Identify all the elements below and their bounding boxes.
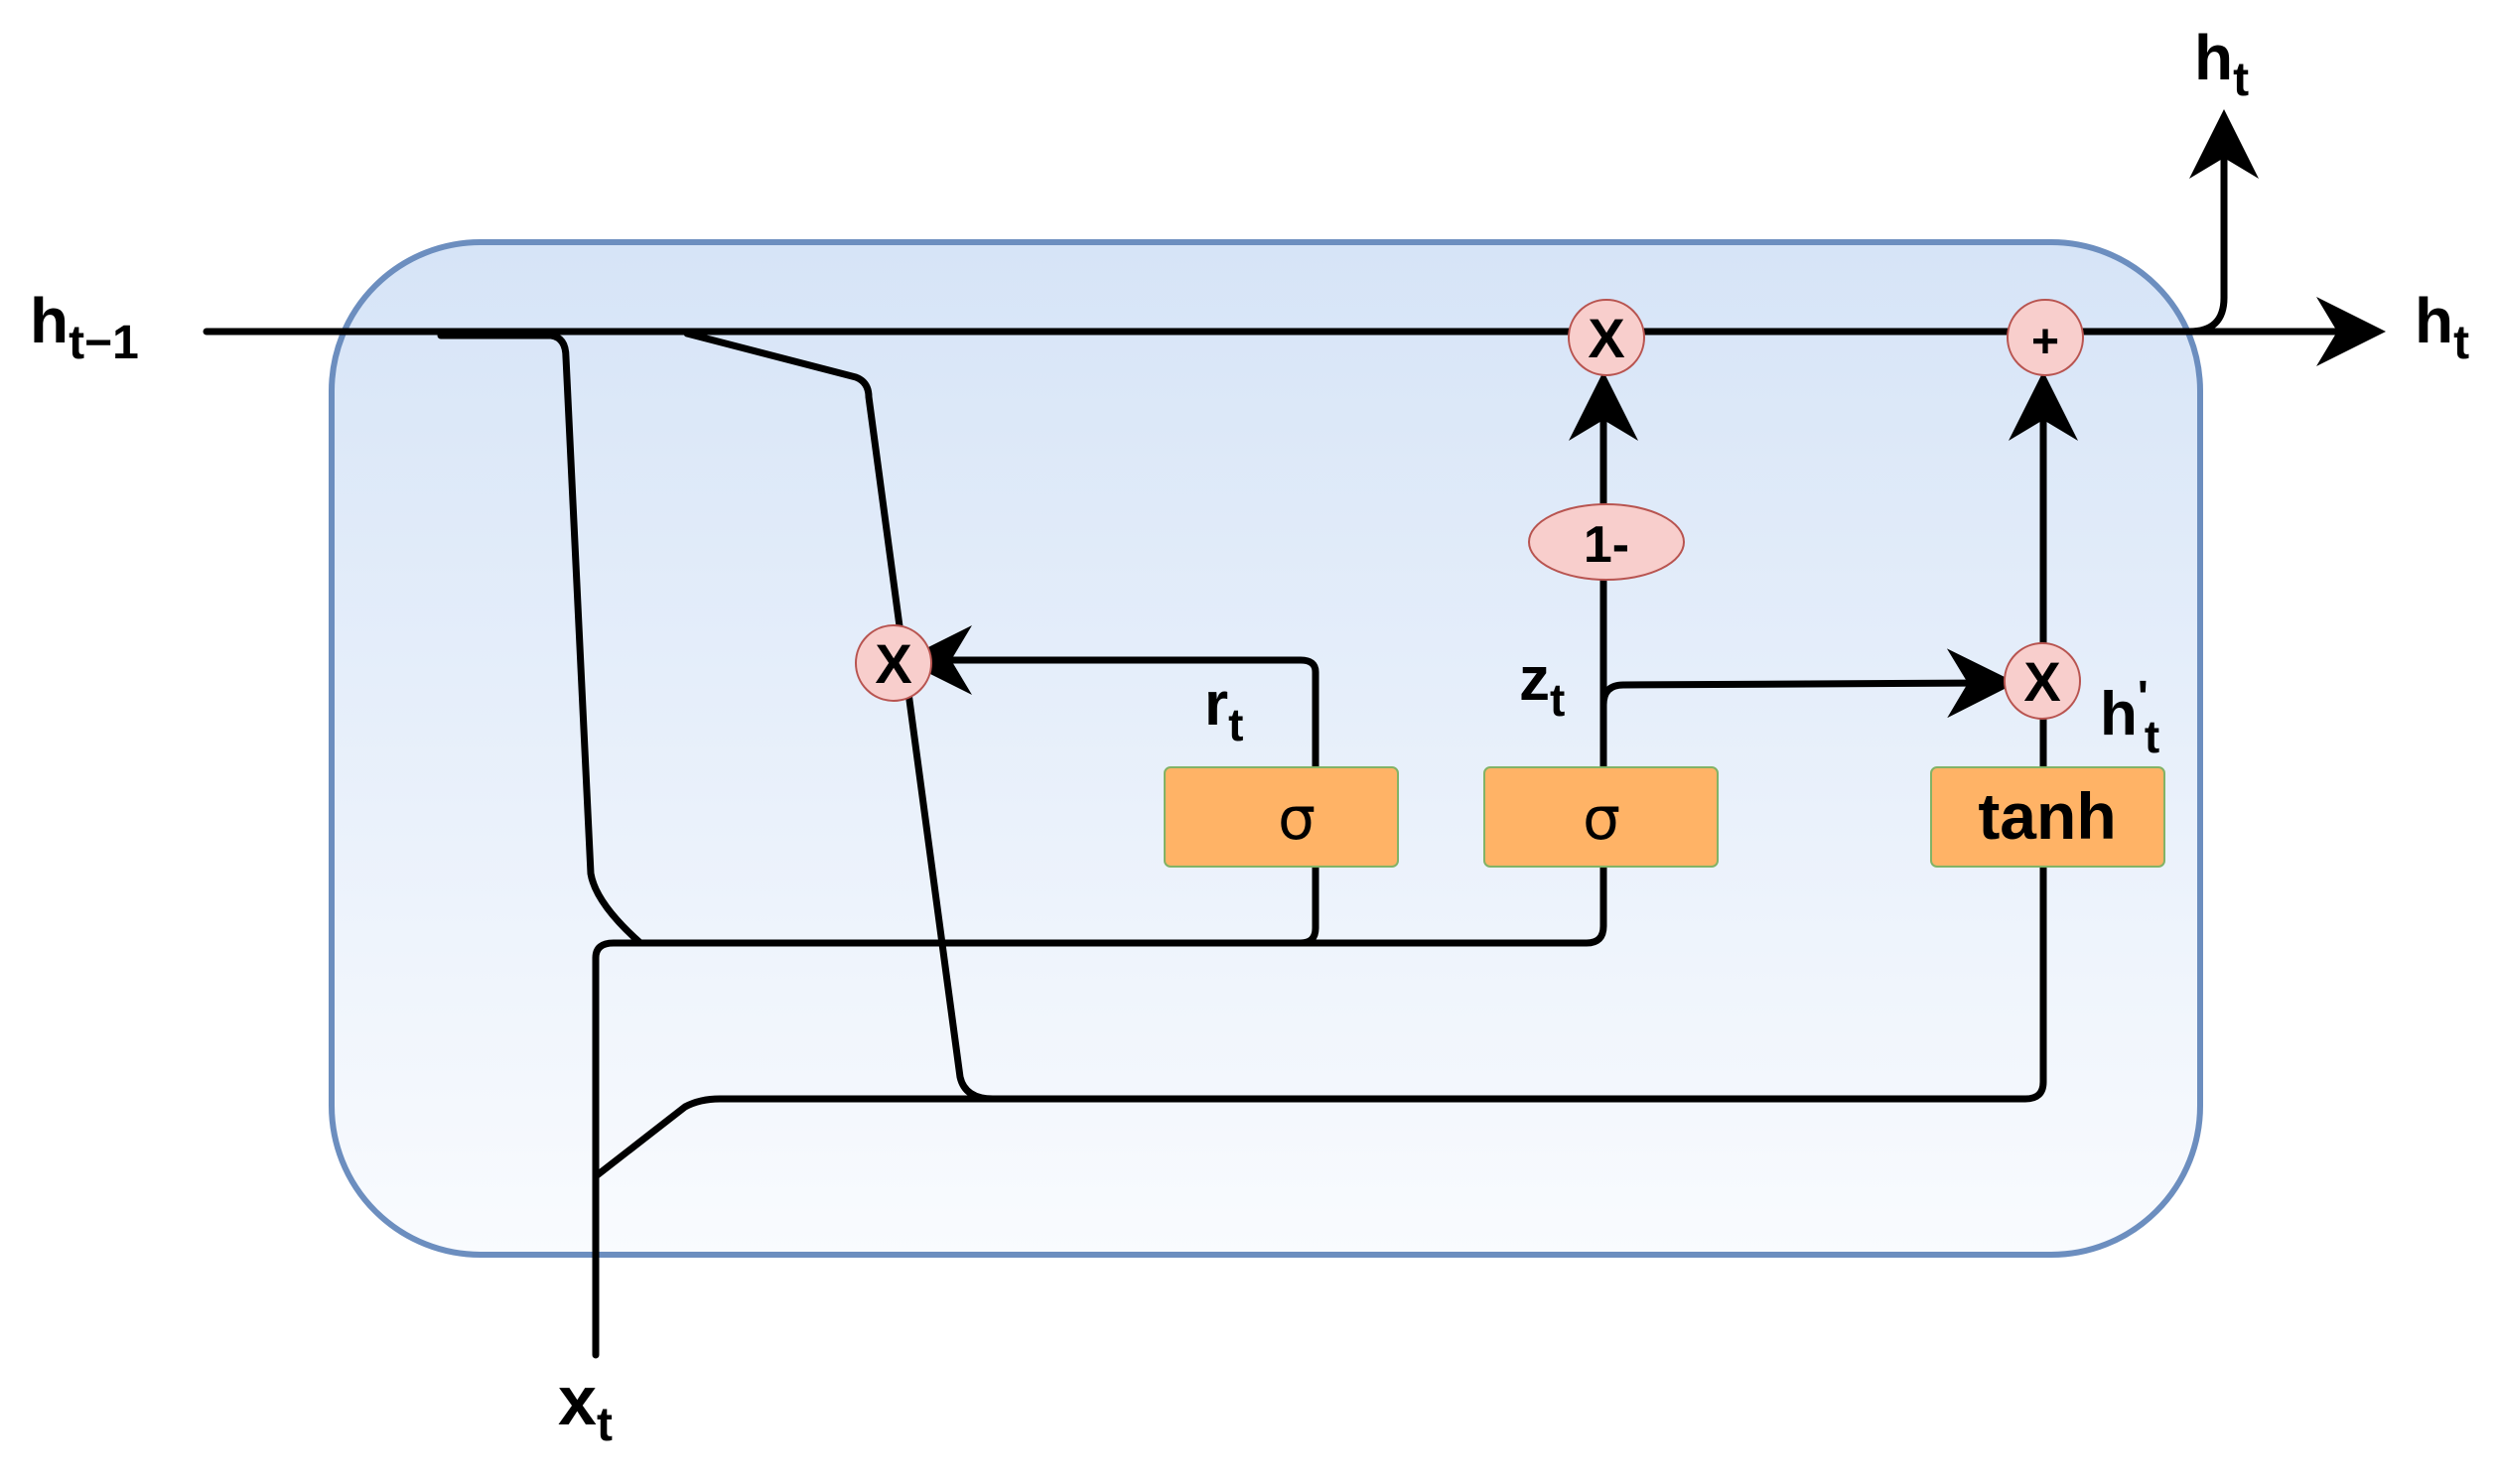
- update-multiply-label: X: [1588, 307, 1624, 369]
- r-gate-label: rt: [1204, 670, 1243, 750]
- reset-gate: σ: [1164, 766, 1399, 868]
- hidden-multiply-label: X: [2023, 650, 2060, 713]
- update-gate-label: σ: [1583, 784, 1620, 854]
- update-to-hidden-multiply-wire: [1599, 648, 2016, 719]
- candidate-gate: tanh: [1930, 766, 2165, 868]
- h-out-right-label: ht: [2415, 285, 2469, 369]
- hidden-add-op: +: [2007, 299, 2084, 376]
- x-in-label: xt: [558, 1362, 613, 1451]
- one-minus-op: 1-: [1528, 503, 1685, 581]
- hidden-multiply-op: X: [2004, 642, 2081, 720]
- update-gate: σ: [1483, 766, 1719, 868]
- reset-gate-label: σ: [1278, 784, 1316, 854]
- xt-to-candidate-wire: [592, 860, 2047, 1180]
- xt-to-update-wire: [1287, 770, 1607, 947]
- h-candidate-label: h't: [2100, 671, 2159, 762]
- xt-input-wire: [592, 625, 1319, 1359]
- z-gate-label: zt: [1519, 645, 1565, 726]
- reset-multiply-op: X: [855, 624, 932, 702]
- one-minus-label: 1-: [1584, 516, 1629, 574]
- candidate-gate-label: tanh: [1978, 779, 2116, 853]
- reset-multiply-label: X: [875, 632, 911, 695]
- hidden-add-label: +: [2031, 316, 2059, 368]
- wires: [203, 109, 2386, 1359]
- h-out-top-label: ht: [2194, 22, 2249, 106]
- update-multiply-op: X: [1568, 299, 1645, 376]
- gru-cell-box: [329, 239, 2203, 1258]
- h-prev-label: ht−1: [30, 285, 139, 369]
- hprev-to-gates-wire: [437, 332, 724, 947]
